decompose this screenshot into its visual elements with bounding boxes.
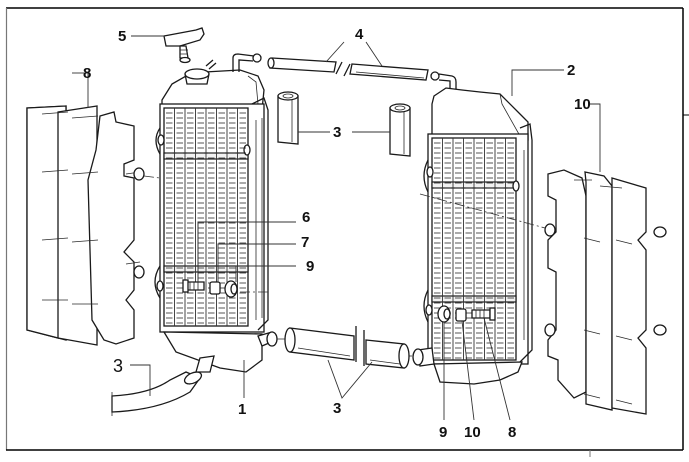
louver-guard-right: [544, 169, 667, 415]
callout-8-right: 8: [508, 424, 516, 441]
callout-9-right: 9: [439, 424, 447, 441]
leader-4: [325, 41, 383, 67]
louver-guard-left: [26, 105, 223, 346]
radiator-cap: [163, 27, 205, 64]
leader-8-right: [483, 317, 511, 421]
leader-9-left: [235, 265, 296, 282]
frame-border: [5, 7, 689, 457]
overflow-tube: [267, 57, 457, 92]
callout-3-top-left: 3: [333, 124, 341, 141]
callout-5: 5: [118, 28, 126, 45]
callout-9-left: 9: [306, 258, 314, 275]
callout-3-bottom-left: 3: [113, 356, 123, 376]
leader-10-left: [217, 243, 296, 282]
hose-top-right: [389, 103, 411, 157]
callout-10-left: 7: [301, 234, 309, 251]
hose-bottom-left: [111, 371, 203, 416]
leader-10-right: [461, 320, 475, 421]
leader-3-lower: [327, 359, 373, 399]
callout-2: 2: [567, 62, 575, 79]
mount-hardware-right: [437, 305, 496, 323]
leader-8-left-line: [197, 221, 296, 280]
callout-1: 1: [238, 401, 246, 418]
callout-8-left-text: 6: [302, 209, 310, 226]
radiator-right-core-grid: [434, 138, 514, 360]
leader-2: [511, 69, 564, 96]
callout-10-right: 10: [464, 424, 481, 441]
callout-3-lower: 3: [333, 400, 341, 417]
leader-7: [588, 103, 601, 172]
callout-7: 10: [574, 96, 591, 113]
callout-6: 8: [83, 65, 91, 82]
mount-hardware-left: [182, 279, 238, 298]
callout-4: 4: [355, 26, 364, 43]
hose-connecting-lower: [284, 326, 410, 369]
leader-3-bottom-left: [130, 364, 151, 396]
radiator-right: [404, 87, 533, 385]
hose-top-left: [277, 91, 299, 145]
